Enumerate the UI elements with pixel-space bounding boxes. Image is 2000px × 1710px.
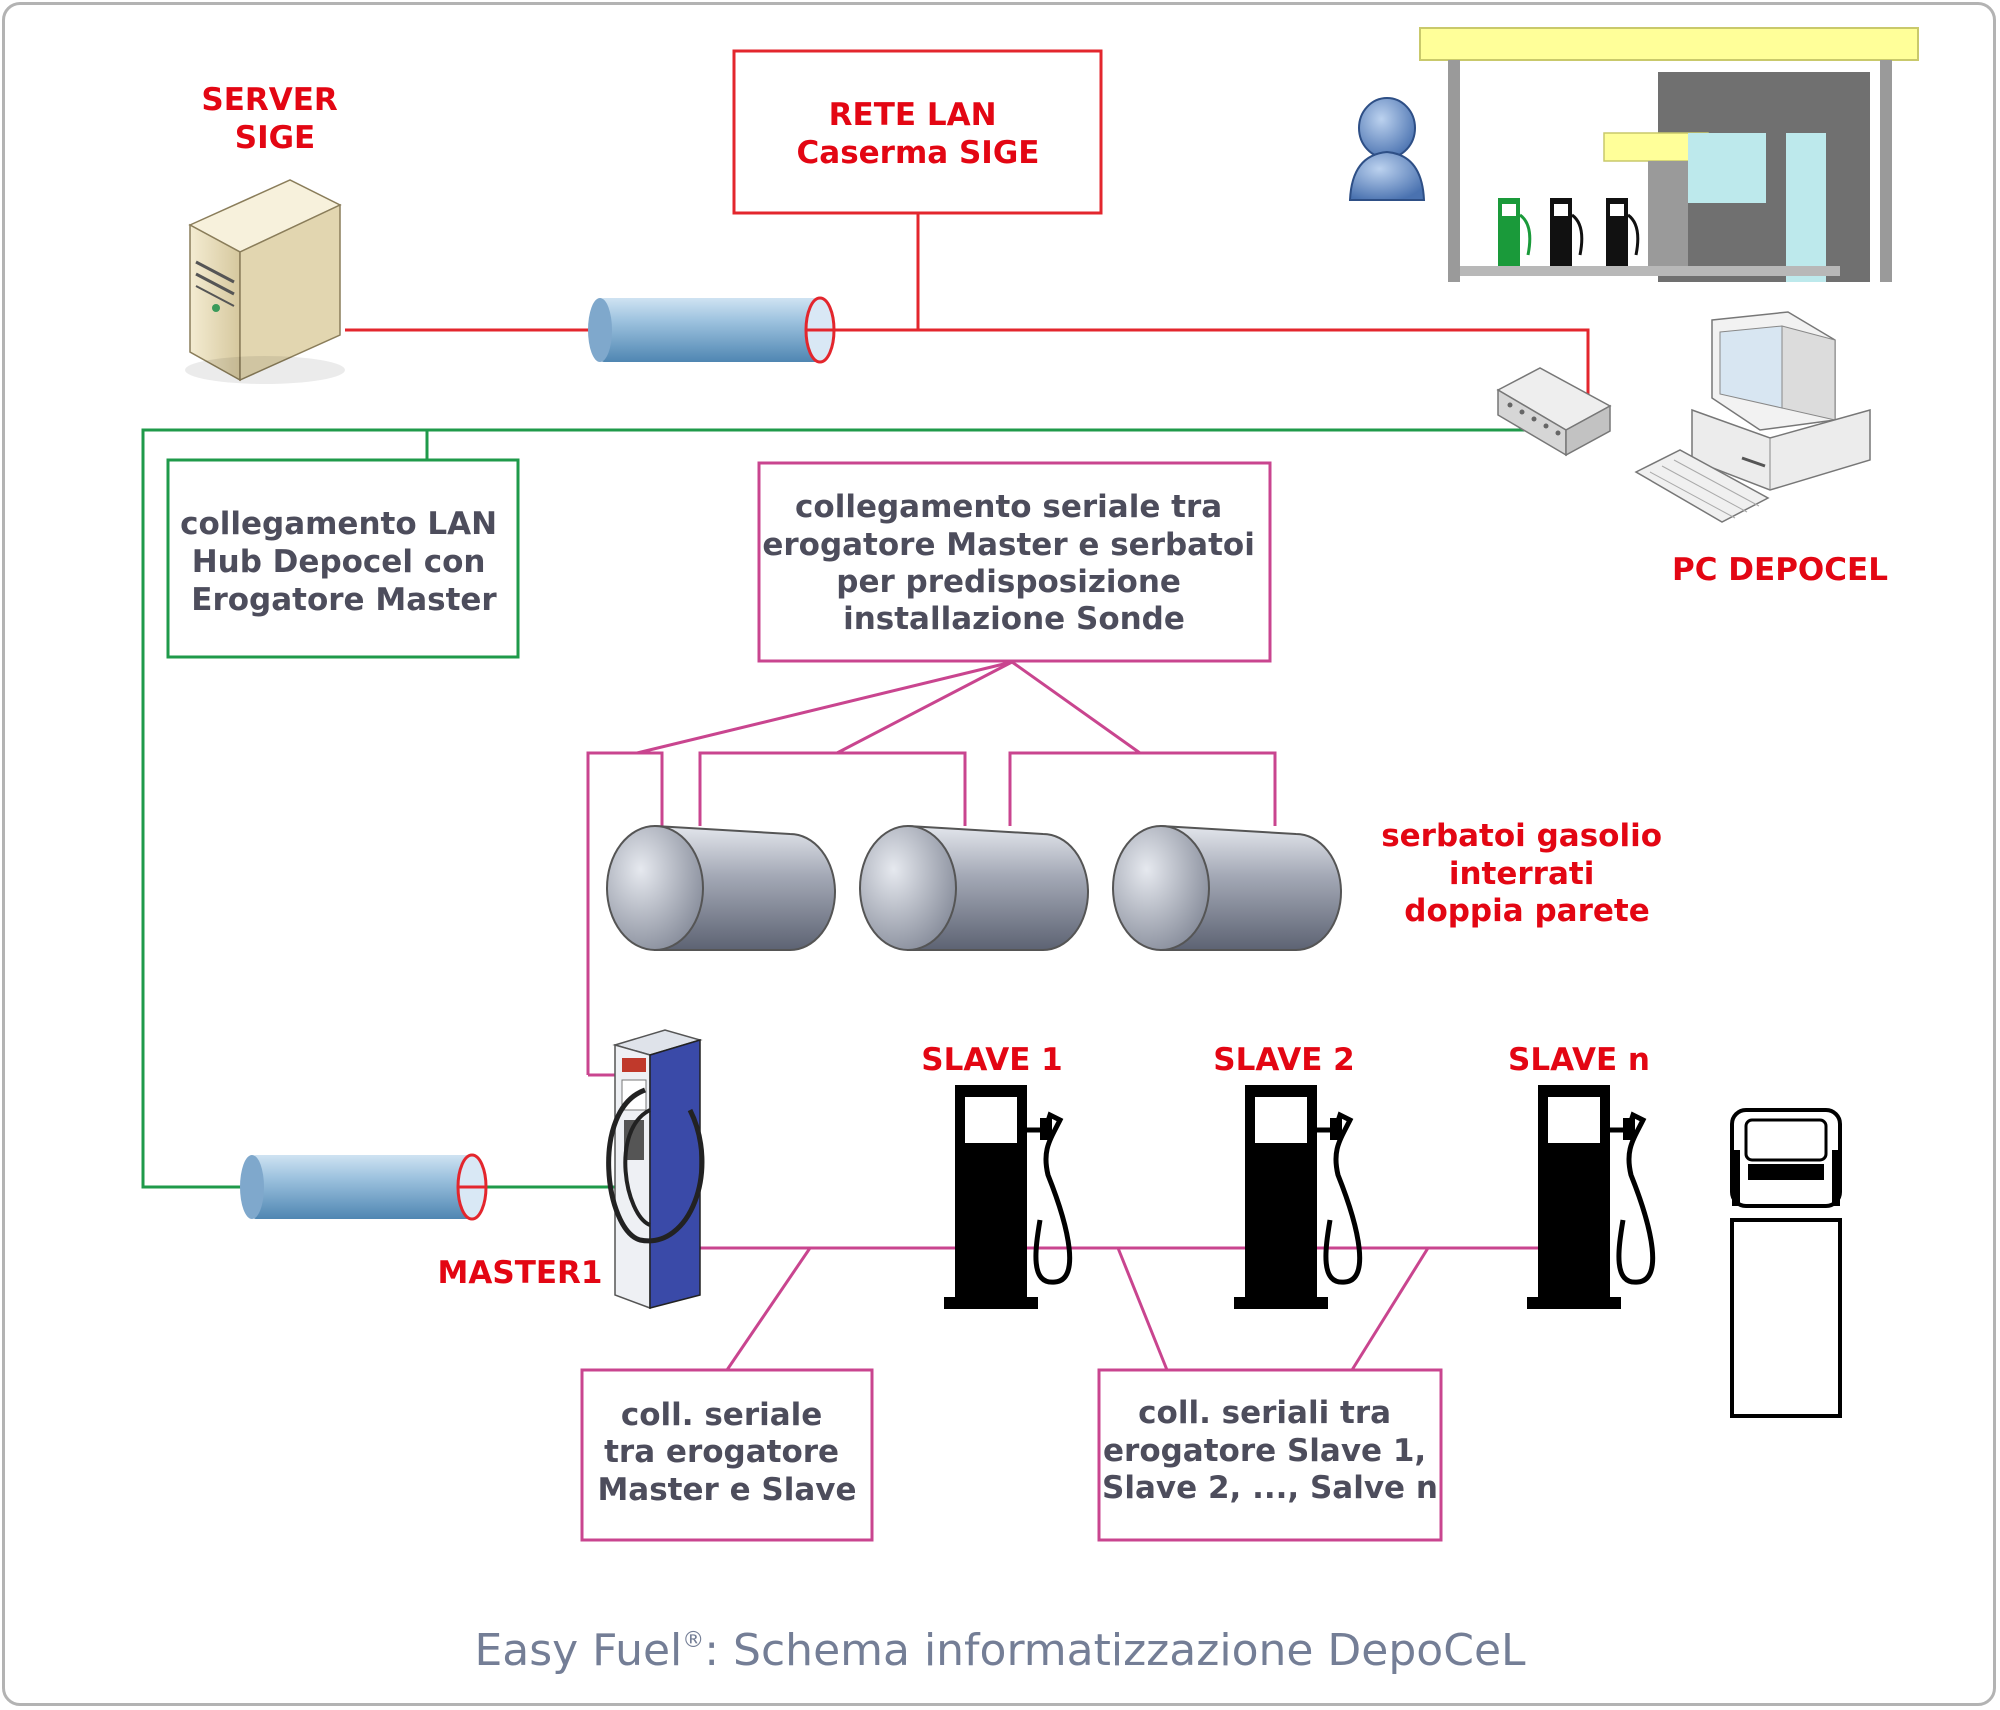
serial-slaves-label: coll. seriali tra erogatore Slave 1, Sla… xyxy=(1102,1395,1438,1506)
serial-tanks-label: collegamento seriale tra erogatore Maste… xyxy=(762,489,1265,637)
slave-n-label: SLAVE n xyxy=(1508,1042,1650,1078)
serial-tanks-box xyxy=(757,461,1272,663)
tank-3 xyxy=(1112,824,1342,951)
serial-lines xyxy=(586,660,1545,1371)
tank-1 xyxy=(606,824,836,951)
tanks-label: serbatoi gasolio interrati doppia parete xyxy=(1381,818,1673,929)
truck-icon xyxy=(1730,1108,1842,1418)
gas-station-icon xyxy=(1419,27,1919,282)
tank-2 xyxy=(859,824,1089,951)
rete-lan-label: RETE LAN Caserma SIGE xyxy=(797,97,1040,171)
slave-1-label: SLAVE 1 xyxy=(921,1042,1063,1078)
lan-tube-top xyxy=(588,296,836,364)
pc-depocel-label: PC DEPOCEL xyxy=(1672,552,1888,588)
serial-master-slave-box xyxy=(580,1368,874,1542)
serial-master-slave-label: coll. seriale tra erogatore Master e Sla… xyxy=(597,1397,856,1508)
serial-slaves-box xyxy=(1097,1368,1443,1542)
red-lan-lines xyxy=(345,212,1590,395)
slave-n-dispenser-icon xyxy=(1527,1085,1656,1309)
diagram-caption: Easy Fuel®: Schema informatizzazione Dep… xyxy=(474,1625,1526,1676)
slave-2-dispenser-icon xyxy=(1234,1085,1363,1309)
pc-icon xyxy=(1634,311,1871,523)
hub-icon xyxy=(1496,367,1612,457)
master-label: MASTER1 xyxy=(438,1255,603,1291)
server-label: SERVER SIGE xyxy=(201,82,348,156)
master-dispenser-icon xyxy=(606,1029,705,1310)
lan-tube-bottom xyxy=(240,1153,488,1221)
lan-hub-box xyxy=(166,458,520,659)
lan-hub-label: collegamento LAN Hub Depocel con Erogato… xyxy=(180,506,508,618)
person-icon xyxy=(1348,97,1426,201)
slave-1-dispenser-icon xyxy=(944,1085,1073,1309)
slave-2-label: SLAVE 2 xyxy=(1213,1042,1355,1078)
rete-lan-box xyxy=(732,49,1103,215)
server-icon xyxy=(185,179,345,384)
